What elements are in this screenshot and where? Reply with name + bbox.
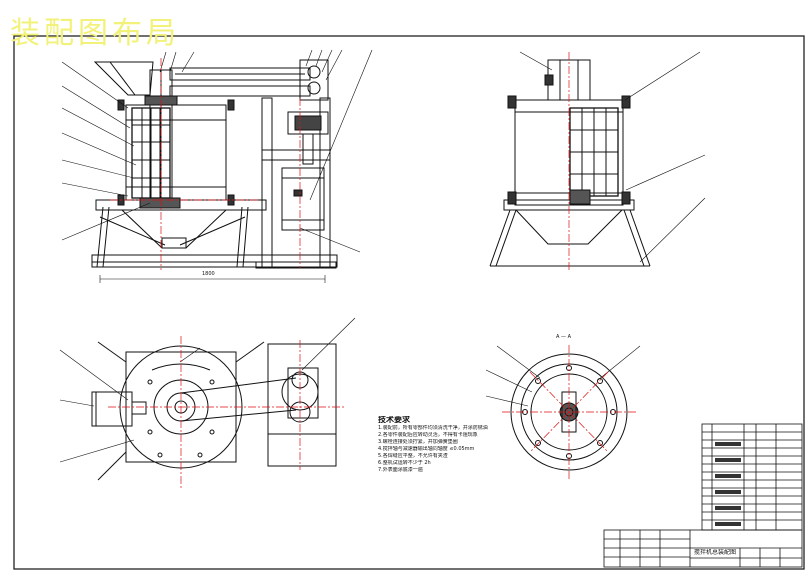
tech-item: 4.搅拌轴与减速器输出轴同轴度 ≤0.05mm (378, 446, 475, 452)
overall-dimension: 1800 (202, 271, 215, 277)
tech-item: 3.螺栓连接处须拧紧，并加弹簧垫圈 (378, 439, 458, 445)
front-view-centerlines (110, 58, 301, 270)
technical-requirements-heading: 技术要求 (378, 416, 410, 423)
tech-item: 1.装配前，所有零部件均须清洗干净，并涂防锈油 (378, 425, 488, 431)
section-centerlines (502, 345, 636, 480)
tech-item: 7.外表面涂底漆一遍 (378, 467, 423, 473)
front-view (61, 49, 373, 283)
top-view (59, 317, 356, 481)
tech-item: 2.各零件装配后应转动灵活，不得有卡阻现象 (378, 432, 478, 438)
parts-list-table (701, 423, 803, 531)
tech-item: 5.各焊缝应平整，不允许有夹渣 (378, 453, 448, 459)
title-block (603, 529, 803, 568)
sheet-border (13, 35, 805, 570)
drawing-title: 搅拌机总装配图 (694, 549, 737, 556)
tech-item: 6.整机试运转不少于 2h (378, 460, 431, 466)
section-view (485, 345, 641, 471)
top-view-centerlines (108, 336, 345, 490)
side-view (489, 51, 706, 267)
section-marker: A — A (556, 334, 572, 340)
page-title: 装配图布局 (10, 16, 180, 51)
technical-requirements: 技术要求 1.装配前，所有零部件均须清洗干净，并涂防锈油 2.各零件装配后应转动… (378, 416, 508, 474)
